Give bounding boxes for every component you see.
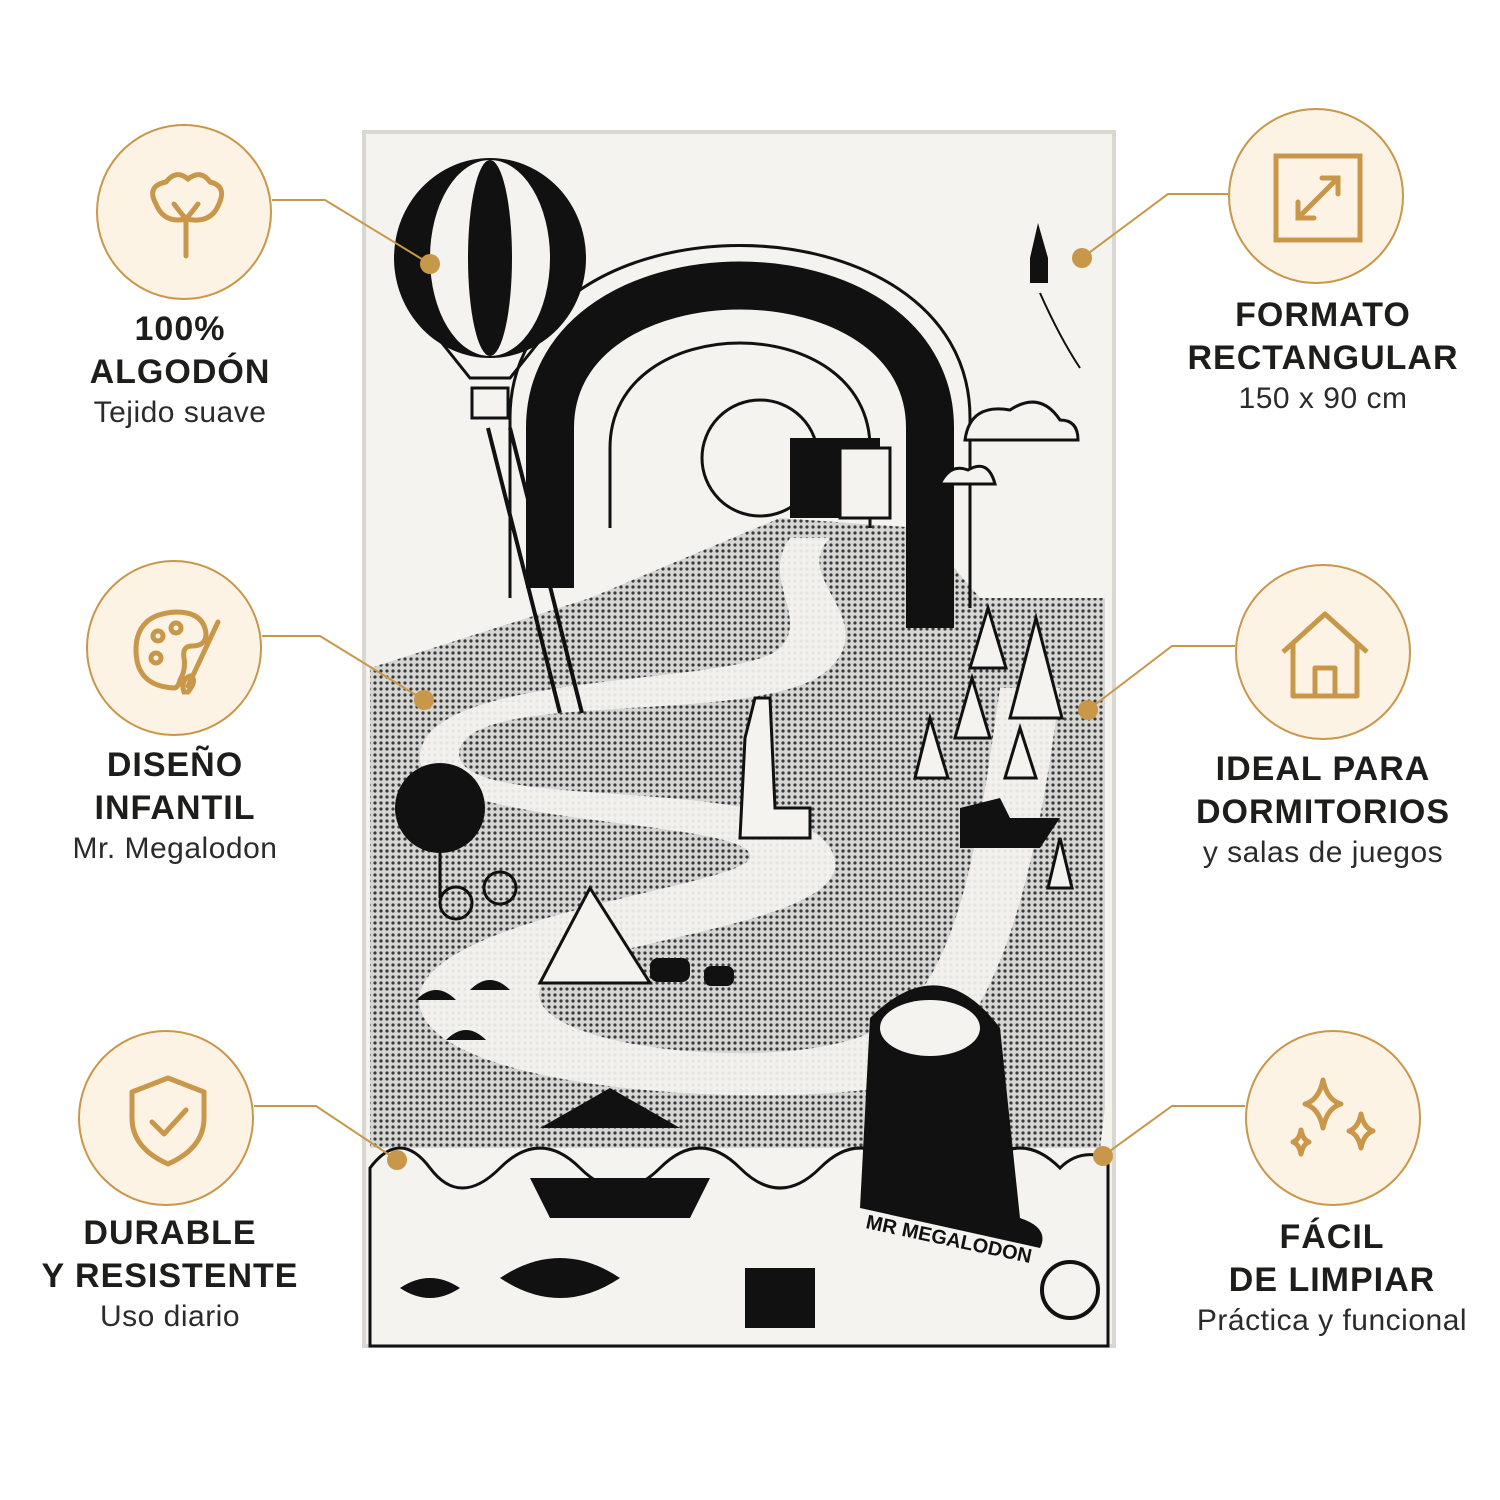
feature-title-line: DE LIMPIAR — [1228, 1261, 1436, 1299]
round-tree — [395, 763, 485, 853]
feature-icon-circle-house — [1235, 564, 1411, 740]
bicycle — [438, 885, 474, 921]
feature-title-line: Y RESISTENTE — [41, 1257, 299, 1295]
pine-trees — [913, 602, 1074, 890]
feature-icon-circle-palette — [86, 560, 262, 736]
feature-title-line: RECTANGULAR — [1187, 339, 1459, 377]
feature-subtitle: Práctica y funcional — [1196, 1304, 1468, 1337]
compass — [1040, 1260, 1100, 1320]
feature-icon-circle-shield — [78, 1030, 254, 1206]
feature-subtitle: Mr. Megalodon — [72, 832, 278, 865]
feature-format: FORMATO RECTANGULAR 150 x 90 cm — [1163, 294, 1483, 418]
feature-title-line: FORMATO — [1235, 296, 1411, 334]
rocket — [1030, 223, 1081, 369]
feature-subtitle: 150 x 90 cm — [1238, 382, 1408, 415]
feature-subtitle: y salas de juegos — [1202, 836, 1444, 869]
rug-illustration: MR MEGALODON — [362, 130, 1116, 1348]
mushrooms — [416, 980, 510, 1040]
feature-title-line: DISEÑO — [106, 746, 244, 784]
fish — [400, 1278, 460, 1298]
feature-title-line: ALGODÓN — [89, 353, 271, 391]
tent — [537, 885, 653, 985]
hot-air-balloon — [394, 158, 586, 714]
bear — [704, 966, 734, 986]
boat — [530, 1178, 710, 1218]
rainbow — [526, 261, 954, 628]
treasure-chest — [745, 1268, 815, 1328]
feature-cotton: 100% ALGODÓN Tejido suave — [20, 308, 340, 432]
feature-title-line: DURABLE — [83, 1214, 257, 1252]
whale — [500, 1258, 620, 1298]
feature-title-line: IDEAL PARA — [1215, 750, 1431, 788]
house-icon — [1281, 611, 1369, 699]
feature-title-line: FÁCIL — [1279, 1218, 1385, 1256]
feature-subtitle: Tejido suave — [93, 396, 267, 429]
feature-icon-circle-sparkles — [1245, 1030, 1421, 1206]
fox — [960, 798, 1060, 848]
bear — [650, 958, 690, 982]
shield-check-icon — [129, 1075, 207, 1167]
resize-icon — [1273, 153, 1363, 243]
feature-title-line: DORMITORIOS — [1195, 793, 1451, 831]
feature-design: DISEÑO INFANTIL Mr. Megalodon — [15, 744, 335, 868]
giraffe — [738, 696, 812, 840]
cloud — [963, 400, 1080, 442]
feature-durable: DURABLE Y RESISTENTE Uso diario — [10, 1212, 330, 1336]
cotton-icon — [150, 172, 225, 259]
feature-title-line: 100% — [134, 310, 226, 348]
cloud — [937, 464, 997, 486]
feature-easy-clean: FÁCIL DE LIMPIAR Práctica y funcional — [1172, 1216, 1492, 1340]
feature-subtitle: Uso diario — [99, 1300, 241, 1333]
feature-icon-circle-resize — [1228, 108, 1404, 284]
feature-title-line: INFANTIL — [94, 789, 256, 827]
palette-icon — [133, 609, 221, 695]
sparkles-icon — [1290, 1077, 1376, 1157]
feature-icon-circle-cotton — [96, 124, 272, 300]
feature-ideal: IDEAL PARA DORMITORIOS y salas de juegos — [1163, 748, 1483, 872]
